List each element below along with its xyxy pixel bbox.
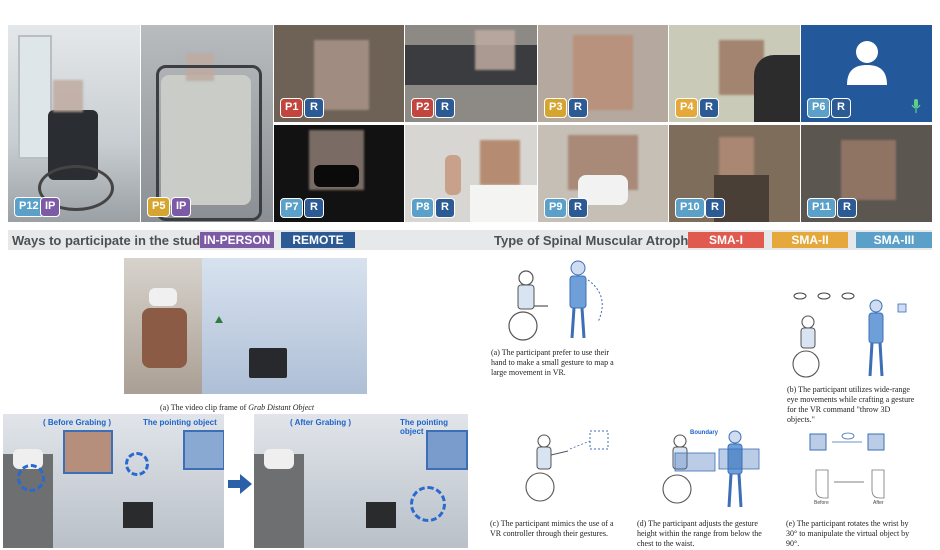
in-person-pill: IN-PERSON [200,232,274,248]
participant-id-badge: P11 [807,198,836,218]
arrow-right-icon [228,474,252,494]
avatar-icon [847,41,887,85]
pointing-object-label: The pointing object [400,418,448,436]
participant-tile-p1: P1 R [274,25,404,122]
diagram-d-caption: (d) The participant adjusts the gesture … [637,519,762,548]
before-grabbing-label: ( Before Grabing ) [43,418,112,427]
video-frame-caption: (a) The video clip frame of Grab Distant… [160,403,315,412]
participant-tile-p8: P8 R [405,125,537,222]
participant-id-badge: P5 [147,197,171,217]
video-clip-frame [124,258,367,394]
diagram-e-caption: (e) The participant rotates the wrist by… [786,519,910,548]
sma2-pill: SMA-II [772,232,848,248]
participant-tile-p7: P7 R [274,125,404,222]
remote-pill: REMOTE [281,232,355,248]
sma-type-label: Type of Spinal Muscular Atrophy: [494,233,700,248]
mode-badge: R [435,198,455,218]
participant-id-badge: P1 [280,98,304,118]
diagram-c-caption: (c) The participant mimics the use of a … [490,519,614,538]
before-grabbing-frame: ( Before Grabing ) The pointing object [3,414,224,548]
mode-badge: R [837,198,857,218]
diagram-c-illustration [525,430,609,502]
participant-id-badge: P4 [675,98,699,118]
sma1-pill: SMA-I [688,232,764,248]
participant-tile-p3: P3 R [538,25,668,122]
participant-tile-p11: P11 R [801,125,932,222]
ways-to-participate-label: Ways to participate in the study [12,233,208,248]
diagram-d-illustration [662,430,760,508]
mode-badge: R [831,98,851,118]
participant-tile-p12: P12 IP [8,25,140,222]
participant-tile-p5: P5 IP [141,25,273,222]
mode-badge: IP [171,197,192,217]
participant-grid: P12 IP P5 IP P1 R P2 R P3 R P4 R [8,25,932,222]
mode-badge: R [435,98,455,118]
participant-tile-p4: P4 R [669,25,800,122]
diagram-a-caption: (a) The participant prefer to use their … [491,348,614,377]
diagram-b-illustration [792,292,907,378]
mode-badge: R [699,98,719,118]
after-label: After [873,500,884,506]
microphone-icon [911,99,921,113]
participant-id-badge: P8 [411,198,435,218]
after-grabbing-frame: ( After Grabing ) The pointing object [254,414,468,548]
mode-badge: R [304,98,324,118]
diagram-e-illustration [809,432,885,499]
diagram-a-illustration [508,260,603,341]
participant-tile-p9: P9 R [538,125,668,222]
boundary-label: Boundary [690,430,719,436]
participant-id-badge: P7 [280,198,304,218]
after-grabbing-label: ( After Grabing ) [290,418,352,427]
participant-id-badge: P6 [807,98,831,118]
mode-badge: R [304,198,324,218]
pointing-object-label: The pointing object [143,418,217,427]
mode-badge: R [568,198,588,218]
participant-id-badge: P2 [411,98,435,118]
mode-badge: IP [40,197,61,217]
diagram-b-caption: (b) The participant utilizes wide-range … [787,385,915,424]
participant-id-badge: P3 [544,98,568,118]
participant-id-badge: P9 [544,198,568,218]
participant-tile-p6: P6 R [801,25,932,122]
mode-badge: R [568,98,588,118]
mode-badge: R [705,198,725,218]
participant-tile-p10: P10 R [669,125,800,222]
participant-id-badge: P10 [675,198,705,218]
before-label: Before [814,500,829,506]
participant-tile-p2: P2 R [405,25,537,122]
sma3-pill: SMA-III [856,232,932,248]
